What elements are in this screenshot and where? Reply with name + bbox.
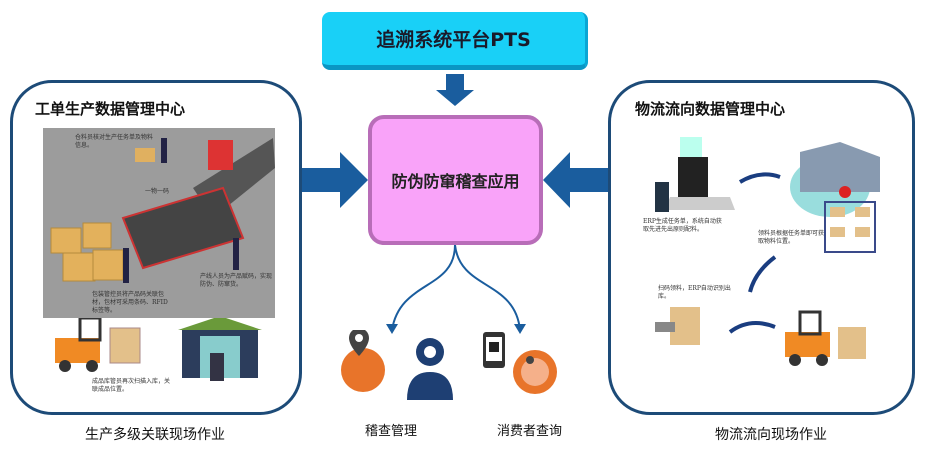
anti-counterfeit-app-box: 防伪防窜稽查应用 xyxy=(368,115,543,245)
right-caption: 物流流向现场作业 xyxy=(715,427,827,443)
forklift-warehouse-illustration xyxy=(55,318,262,381)
branch-arrow-left xyxy=(391,244,456,331)
logistics-illustration xyxy=(655,137,880,366)
note-material-check: 仓料员核对生产任务单及物料信息。 xyxy=(75,134,154,149)
note-one-code: 一物一码 xyxy=(145,188,170,195)
center-title: 防伪防窜稽查应用 xyxy=(391,172,520,191)
note-warehouse-scan: 成品库管员再次扫描入库，关联成品位置。 xyxy=(92,378,171,393)
phone-qr-icon xyxy=(483,332,505,368)
note-package-link: 包装管控员将产品码关联包材，包材可采用条码、RFID标签等。 xyxy=(92,291,168,314)
production-line-illustration xyxy=(43,128,275,318)
down-arrow-icon xyxy=(436,74,474,106)
note-erp-task: ERP生成任务单，系统自动获取先进先出原则配料。 xyxy=(643,218,722,233)
left-arrow-icon xyxy=(543,152,608,208)
consumer-globe-icon xyxy=(513,350,557,394)
note-scan-outbound: 扫码领料，ERP自动识别出库。 xyxy=(658,285,731,300)
bottom-icons xyxy=(341,330,557,400)
platform-title: 追溯系统平台PTS xyxy=(376,29,531,51)
note-picker-location: 领料员根据任务单即可获取物料位置。 xyxy=(758,230,825,245)
location-globe-icon xyxy=(341,330,385,392)
inspection-management-label: 稽查管理 xyxy=(365,424,418,439)
left-caption: 生产多级关联现场作业 xyxy=(85,427,225,443)
consumer-query-label: 消费者查询 xyxy=(497,424,563,439)
right-arrow-icon xyxy=(302,152,368,208)
right-panel-title: 物流流向数据管理中心 xyxy=(635,100,786,118)
logistics-data-center-panel xyxy=(608,80,915,415)
inspector-icon xyxy=(407,338,453,400)
left-panel-title: 工单生产数据管理中心 xyxy=(35,100,186,118)
note-line-coding: 产线人员为产品赋码，实现防伪、防窜货。 xyxy=(200,273,273,288)
branch-arrow-right xyxy=(454,244,521,331)
pts-platform-banner: 追溯系统平台PTS xyxy=(322,12,588,70)
